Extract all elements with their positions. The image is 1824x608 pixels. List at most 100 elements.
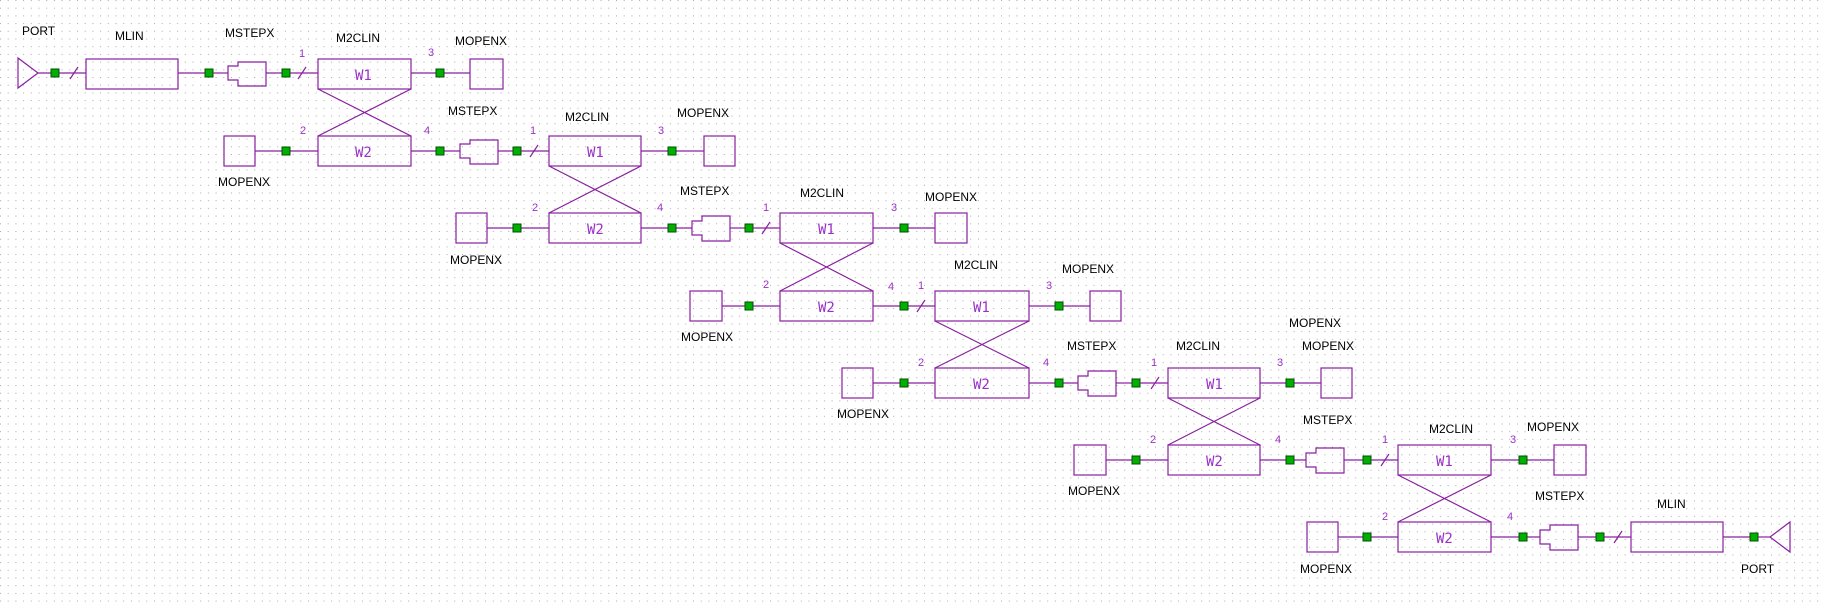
mstepx-element[interactable]	[1077, 370, 1132, 397]
mlin-element-right[interactable]	[1630, 521, 1750, 553]
w1-label: W1	[587, 145, 604, 161]
mopenx-label: MOPENX	[837, 407, 889, 421]
pin-1: 1	[1151, 357, 1157, 369]
node[interactable]	[281, 68, 291, 78]
node[interactable]	[281, 146, 291, 156]
w2-label: W2	[818, 300, 835, 316]
pin-4: 4	[657, 202, 663, 214]
w1-label: W1	[973, 300, 990, 316]
node[interactable]	[512, 223, 522, 233]
m2clin-label: M2CLIN	[954, 258, 998, 272]
node[interactable]	[899, 378, 909, 388]
pin-3: 3	[1510, 434, 1516, 446]
mopenx-label: MOPENX	[218, 175, 270, 189]
mstepx-element[interactable]	[1539, 524, 1596, 551]
pin-2: 2	[1382, 511, 1388, 523]
mopenx-label: MOPENX	[455, 34, 507, 48]
port-label-right: PORT	[1741, 562, 1775, 576]
mstepx-label: MSTEPX	[1303, 413, 1352, 427]
pin-2: 2	[763, 279, 769, 291]
node[interactable]	[667, 223, 677, 233]
pin-4: 4	[888, 281, 894, 293]
mstepx-label: MSTEPX	[1535, 489, 1584, 503]
mstepx-element[interactable]	[459, 139, 515, 165]
pin-4: 4	[1275, 434, 1281, 446]
mopenx-label: MOPENX	[1527, 420, 1579, 434]
node[interactable]	[667, 146, 677, 156]
mstepx-label: MSTEPX	[225, 26, 274, 40]
node[interactable]	[435, 146, 445, 156]
mstepx-element[interactable]	[227, 61, 284, 87]
mstepx-label: MSTEPX	[680, 184, 729, 198]
mlin-element-left[interactable]	[85, 58, 205, 90]
node[interactable]	[744, 223, 754, 233]
pin-4: 4	[424, 125, 430, 137]
node[interactable]	[1362, 455, 1372, 465]
mopenx-label: MOPENX	[1300, 562, 1352, 576]
node[interactable]	[1749, 532, 1759, 542]
mopenx-label: MOPENX	[1068, 484, 1120, 498]
node[interactable]	[1131, 378, 1141, 388]
node[interactable]	[435, 68, 445, 78]
mopenx-element[interactable]	[703, 135, 736, 167]
w2-label: W2	[973, 377, 990, 393]
node[interactable]	[1362, 532, 1372, 542]
mstepx-element[interactable]	[1305, 447, 1363, 474]
node[interactable]	[1131, 455, 1141, 465]
m2clin-label: M2CLIN	[565, 110, 609, 124]
m2clin-element[interactable]	[779, 212, 874, 322]
node[interactable]	[899, 301, 909, 311]
m2clin-label: M2CLIN	[1429, 422, 1473, 436]
pin-1: 1	[918, 280, 924, 292]
mopenx-label: MOPENX	[925, 190, 977, 204]
port-label-left: PORT	[22, 24, 56, 38]
node[interactable]	[1285, 455, 1295, 465]
w1-label: W1	[1206, 377, 1223, 393]
pin-3: 3	[658, 125, 664, 137]
node[interactable]	[1518, 455, 1528, 465]
mstepx-element[interactable]	[691, 215, 746, 242]
pin-4: 4	[1507, 511, 1513, 523]
pin-1: 1	[299, 48, 305, 60]
mopenx-element[interactable]	[1320, 367, 1353, 399]
node[interactable]	[50, 68, 60, 78]
node[interactable]	[1054, 301, 1064, 311]
w1-label: W1	[1436, 454, 1453, 470]
mopenx-label: MOPENX	[681, 330, 733, 344]
pin-3: 3	[891, 202, 897, 214]
w1-label: W1	[355, 68, 372, 84]
pin-1: 1	[1382, 434, 1388, 446]
mopenx-label: MOPENX	[1062, 262, 1114, 276]
node[interactable]	[1285, 378, 1295, 388]
mopenx-element[interactable]	[1089, 290, 1122, 322]
pin-2: 2	[300, 125, 306, 137]
w2-label: W2	[1436, 531, 1453, 547]
pin-1: 1	[763, 202, 769, 214]
node[interactable]	[1595, 532, 1605, 542]
node[interactable]	[899, 223, 909, 233]
mopenx-label: MOPENX	[1302, 339, 1354, 353]
mopenx-element[interactable]	[469, 58, 504, 90]
mopenx-element[interactable]	[934, 212, 968, 244]
w2-label: W2	[355, 145, 372, 161]
mopenx-element[interactable]	[1553, 444, 1587, 476]
w2-label: W2	[587, 222, 604, 238]
pin-3: 3	[428, 47, 434, 59]
pin-1: 1	[530, 125, 536, 137]
node[interactable]	[1518, 532, 1528, 542]
mlin-label-left: MLIN	[115, 29, 144, 43]
m2clin-label: M2CLIN	[336, 31, 380, 45]
mstepx-label: MSTEPX	[448, 104, 497, 118]
mopenx-label: MOPENX	[1289, 316, 1341, 330]
node[interactable]	[512, 146, 522, 156]
mstepx-label: MSTEPX	[1067, 339, 1116, 353]
output-port[interactable]	[1758, 520, 1791, 554]
pin-3: 3	[1046, 280, 1052, 292]
w1-label: W1	[818, 222, 835, 238]
node[interactable]	[204, 68, 214, 78]
node[interactable]	[1054, 378, 1064, 388]
m2clin-label: M2CLIN	[1176, 339, 1220, 353]
node[interactable]	[744, 301, 754, 311]
